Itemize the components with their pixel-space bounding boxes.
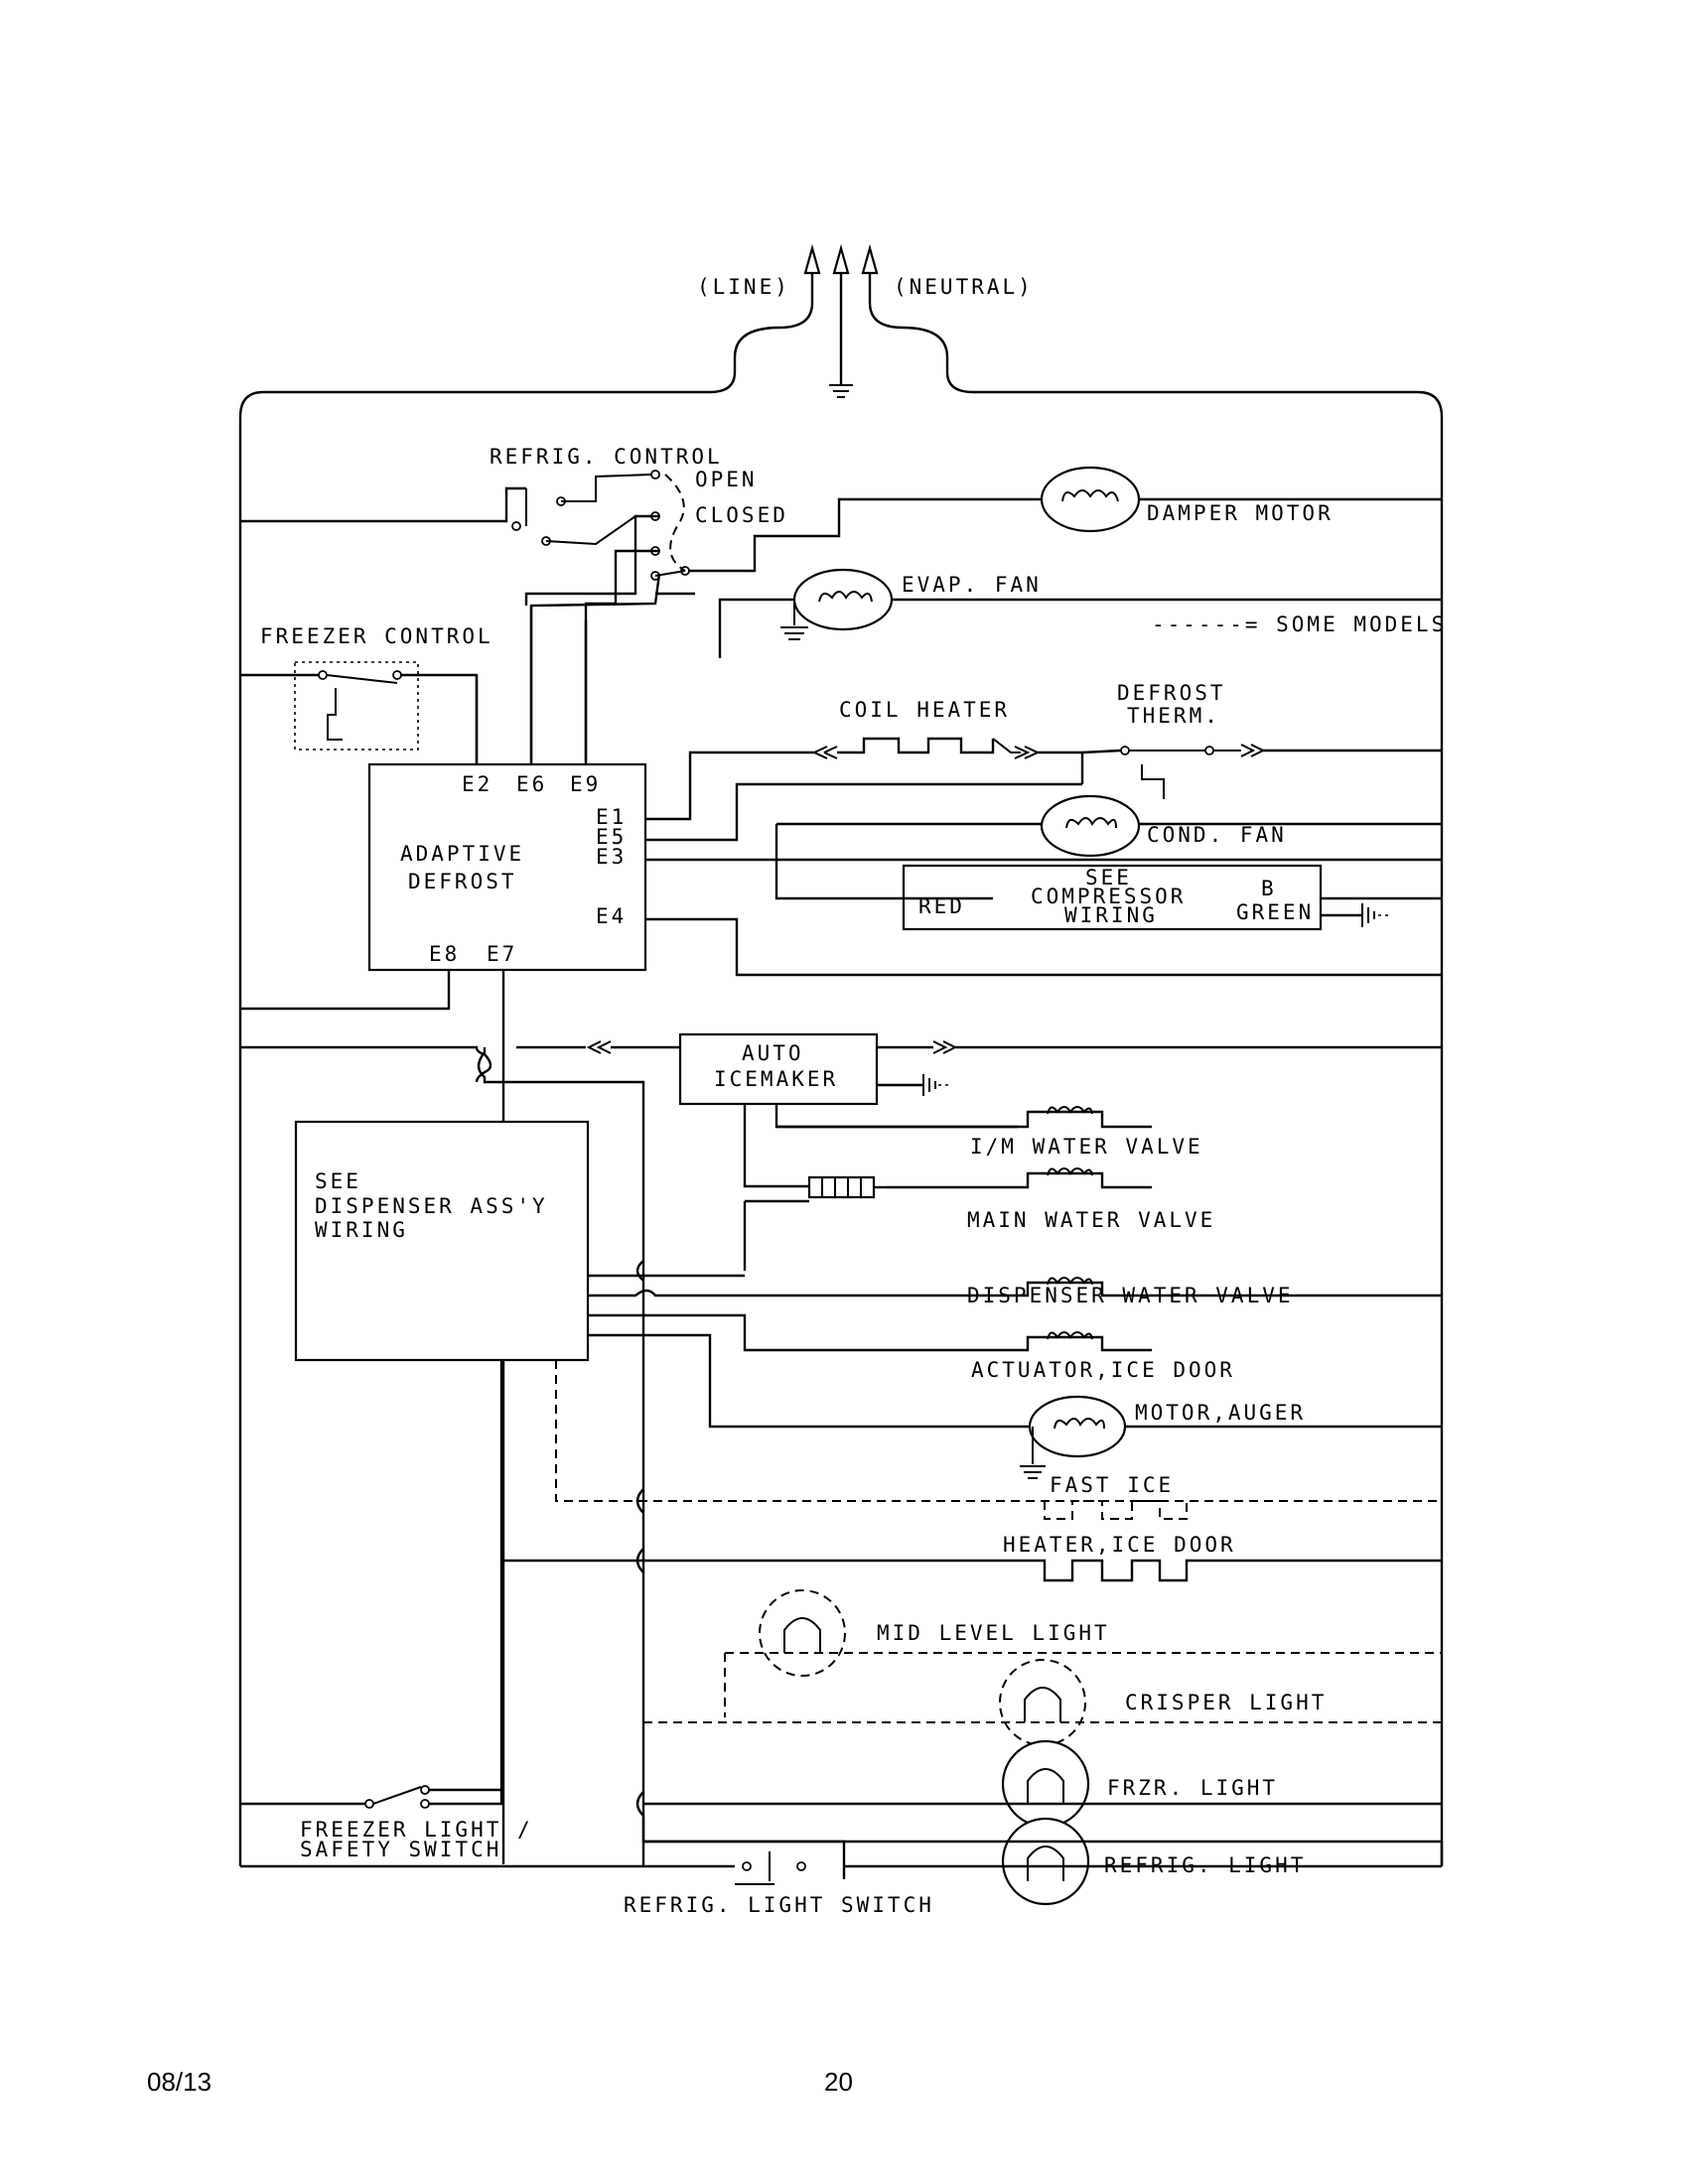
refrig-light-switch-label: REFRIG. LIGHT SWITCH (624, 1893, 934, 1917)
auto-icemaker: AUTO ICEMAKER (240, 1032, 1442, 1188)
safety-switch-label: SAFETY SWITCH (300, 1838, 501, 1861)
im-water-valve-label: I/M WATER VALVE (970, 1135, 1203, 1159)
auto-label: AUTO (742, 1041, 804, 1065)
mid-level-light: MID LEVEL LIGHT (724, 1589, 1442, 1717)
neutral-label: (NEUTRAL) (894, 275, 1034, 299)
heater-ice-door: HEATER,ICE DOOR (501, 1533, 1442, 1582)
refrig-light-switch: REFRIG. LIGHT SWITCH (624, 1851, 934, 1917)
heater-ice-door-label: HEATER,ICE DOOR (1003, 1533, 1236, 1557)
defrost-board-label: DEFROST (408, 870, 517, 893)
some-models-label: ------= SOME MODELS (1152, 613, 1447, 636)
footer-date: 08/13 (147, 2067, 212, 2097)
mid-level-light-label: MID LEVEL LIGHT (877, 1621, 1110, 1645)
refrig-light-label: REFRIG. LIGHT (1104, 1853, 1306, 1877)
freezer-control: FREEZER CONTROL (240, 624, 493, 764)
main-water-valve: MAIN WATER VALVE (743, 1167, 1215, 1271)
therm-label: THERM. (1127, 704, 1220, 728)
fast-ice: FAST ICE (635, 1473, 1188, 1520)
refrig-control: REFRIG. CONTROL OPEN CLOSED DAMPER MOTOR (240, 445, 1442, 761)
e5-label: E5 (596, 825, 627, 849)
im-water-valve: I/M WATER VALVE (776, 1106, 1203, 1159)
cond-fan: COND. FAN (774, 794, 1442, 900)
crisper-light-label: CRISPER LIGHT (1125, 1691, 1327, 1714)
see-compressor-label: SEE (1085, 866, 1132, 889)
dispenser-assy-label: DISPENSER ASS'Y (315, 1194, 548, 1218)
icemaker-label: ICEMAKER (714, 1067, 838, 1091)
red-label: RED (918, 894, 965, 918)
cond-fan-label: COND. FAN (1147, 823, 1287, 847)
e7-label: E7 (487, 942, 517, 966)
adaptive-defrost: E2 E6 E9 E1 E5 E3 E4 E8 E7 ADAPTIVE DEFR… (240, 751, 1442, 1864)
frzr-light-label: FRZR. LIGHT (1107, 1776, 1278, 1800)
b-label: B (1261, 877, 1277, 900)
e8-label: E8 (429, 942, 460, 966)
compressor-wiring-label: WIRING (1064, 903, 1158, 927)
main-bus (477, 1047, 645, 1866)
dispenser-assy: SEE DISPENSER ASS'Y WIRING DISPENSER WAT… (294, 1120, 1442, 1806)
e3-label: E3 (596, 845, 627, 869)
power-supply: (LINE) (NEUTRAL) (238, 243, 1444, 1866)
e6-label: E6 (516, 772, 547, 796)
dispenser-wiring-label: WIRING (315, 1218, 408, 1242)
green-label: GREEN (1236, 900, 1314, 924)
crisper-light: CRISPER LIGHT (643, 1659, 1442, 1746)
refrig-control-label: REFRIG. CONTROL (490, 445, 723, 469)
e1-label: E1 (596, 805, 627, 829)
damper-motor: DAMPER MOTOR (1040, 466, 1334, 533)
adaptive-label: ADAPTIVE (400, 842, 524, 866)
coil-heater-label: COIL HEATER (839, 698, 1010, 722)
ground-arrow-icon (832, 243, 850, 275)
freezer-control-label: FREEZER CONTROL (260, 624, 493, 648)
board-top-wires (475, 606, 588, 764)
evap-fan: EVAP. FAN ------= SOME MODELS (718, 568, 1447, 658)
dispenser-water-valve-label: DISPENSER WATER VALVE (967, 1284, 1294, 1307)
e9-label: E9 (570, 772, 601, 796)
neutral-arrow-icon (861, 243, 879, 275)
fast-ice-label: FAST ICE (1050, 1473, 1174, 1497)
motor-auger-label: MOTOR,AUGER (1135, 1401, 1306, 1425)
compressor-wiring: SEE COMPRESSOR WIRING RED B GREEN (902, 864, 1390, 931)
evap-fan-label: EVAP. FAN (902, 573, 1042, 597)
e4-label: E4 (596, 904, 627, 928)
open-label: OPEN (695, 468, 758, 491)
defrost-therm-label: DEFROST (1117, 681, 1226, 705)
ground-icon (829, 384, 853, 398)
coil-heater: COIL HEATER DEFROST THERM. (813, 681, 1442, 799)
main-water-valve-label: MAIN WATER VALVE (967, 1208, 1215, 1232)
motor-auger: MOTOR,AUGER (1020, 1395, 1442, 1479)
damper-motor-label: DAMPER MOTOR (1147, 501, 1334, 525)
see-dispenser-label: SEE (315, 1169, 361, 1193)
line-arrow-icon (803, 243, 821, 275)
line-label: (LINE) (697, 275, 790, 299)
footer-page: 20 (824, 2067, 853, 2097)
compressor-label: COMPRESSOR (1031, 885, 1186, 908)
actuator-ice-door-label: ACTUATOR,ICE DOOR (971, 1358, 1235, 1382)
frzr-light: FRZR. LIGHT FREEZER LIGHT / SAFETY SWITC… (240, 1739, 1442, 1861)
refrig-light: REFRIG. LIGHT (240, 1817, 1444, 1906)
e2-label: E2 (462, 772, 492, 796)
closed-label: CLOSED (695, 503, 788, 527)
freezer-light-label: FREEZER LIGHT / (300, 1818, 533, 1842)
